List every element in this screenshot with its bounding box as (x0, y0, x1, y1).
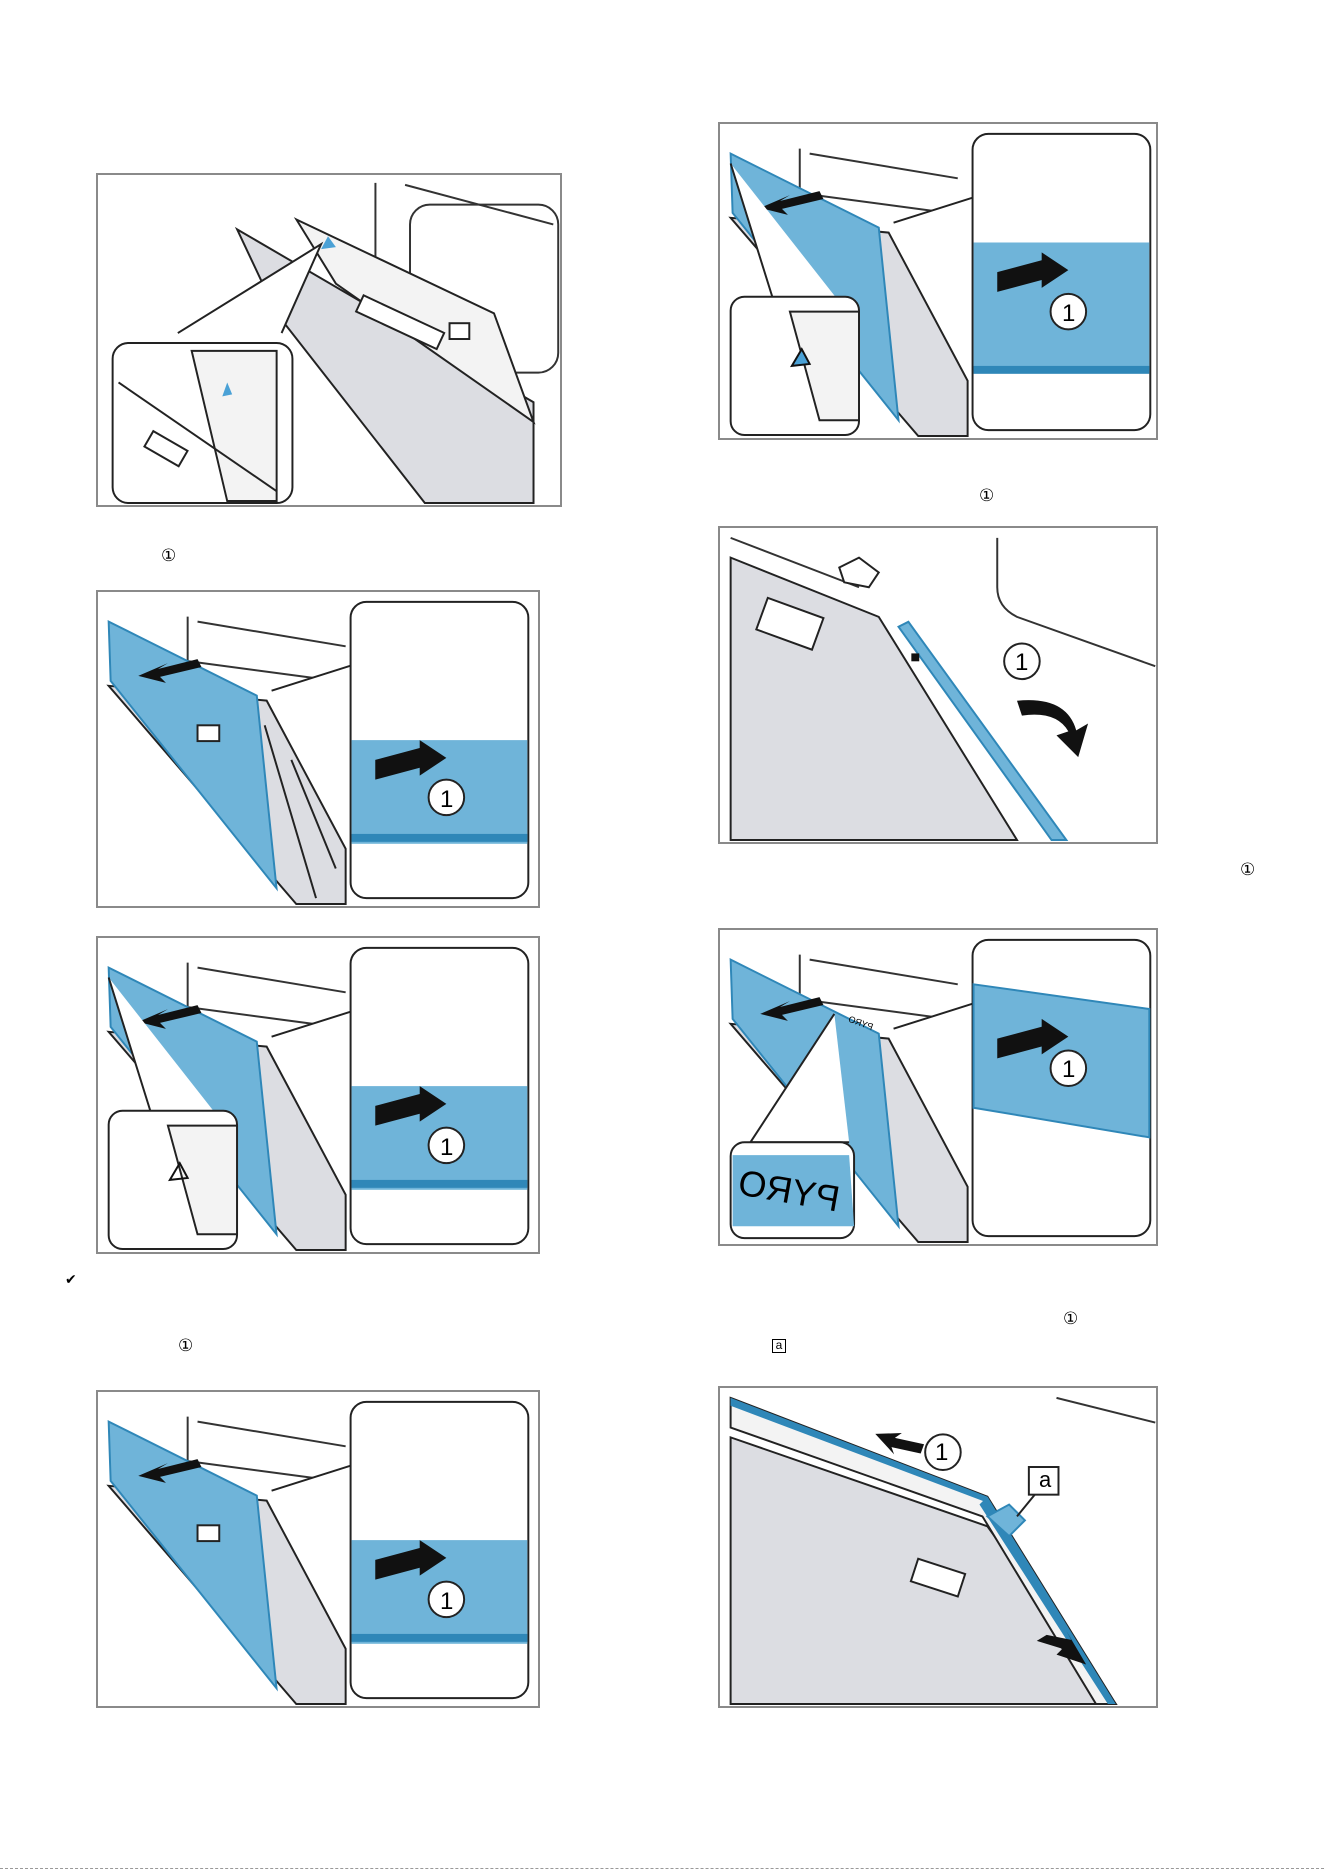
callout-one: 1 (440, 1588, 453, 1616)
figure-glass-remove-1: 1 (718, 122, 1158, 440)
check-icon: ✔ (65, 1272, 77, 1289)
callout-one: 1 (1062, 300, 1075, 328)
figure-glass-pyro: 1 PYRO PYRO (718, 928, 1158, 1246)
step-marker-circled-one: ① (1240, 862, 1255, 879)
figure-glass-tilt: 1 (718, 526, 1158, 844)
callout-one: 1 (440, 786, 453, 814)
callout-one: 1 (935, 1439, 948, 1467)
callout-a: a (1039, 1467, 1051, 1493)
figure-glass-slide-out: 1 a (718, 1386, 1158, 1708)
figure-glass-push-1: 1 (96, 590, 540, 908)
step-marker-box-a: a (772, 1339, 786, 1353)
callout-one: 1 (440, 1134, 453, 1162)
lock-icon (911, 653, 919, 661)
figure-glass-push-2: 1 (96, 936, 540, 1254)
step-marker-circled-one: ① (1063, 1311, 1078, 1328)
step-marker-circled-one: ① (178, 1338, 193, 1355)
step-marker-circled-one: ① (161, 548, 176, 565)
callout-one: 1 (1062, 1056, 1075, 1084)
callout-one: 1 (1015, 649, 1028, 677)
page-footer-rule (0, 1868, 1324, 1870)
step-marker-circled-one: ① (979, 488, 994, 505)
figure-glass-push-3: 1 (96, 1390, 540, 1708)
figure-door-opened (96, 173, 562, 507)
rotate-arrow-icon (1017, 700, 1088, 757)
